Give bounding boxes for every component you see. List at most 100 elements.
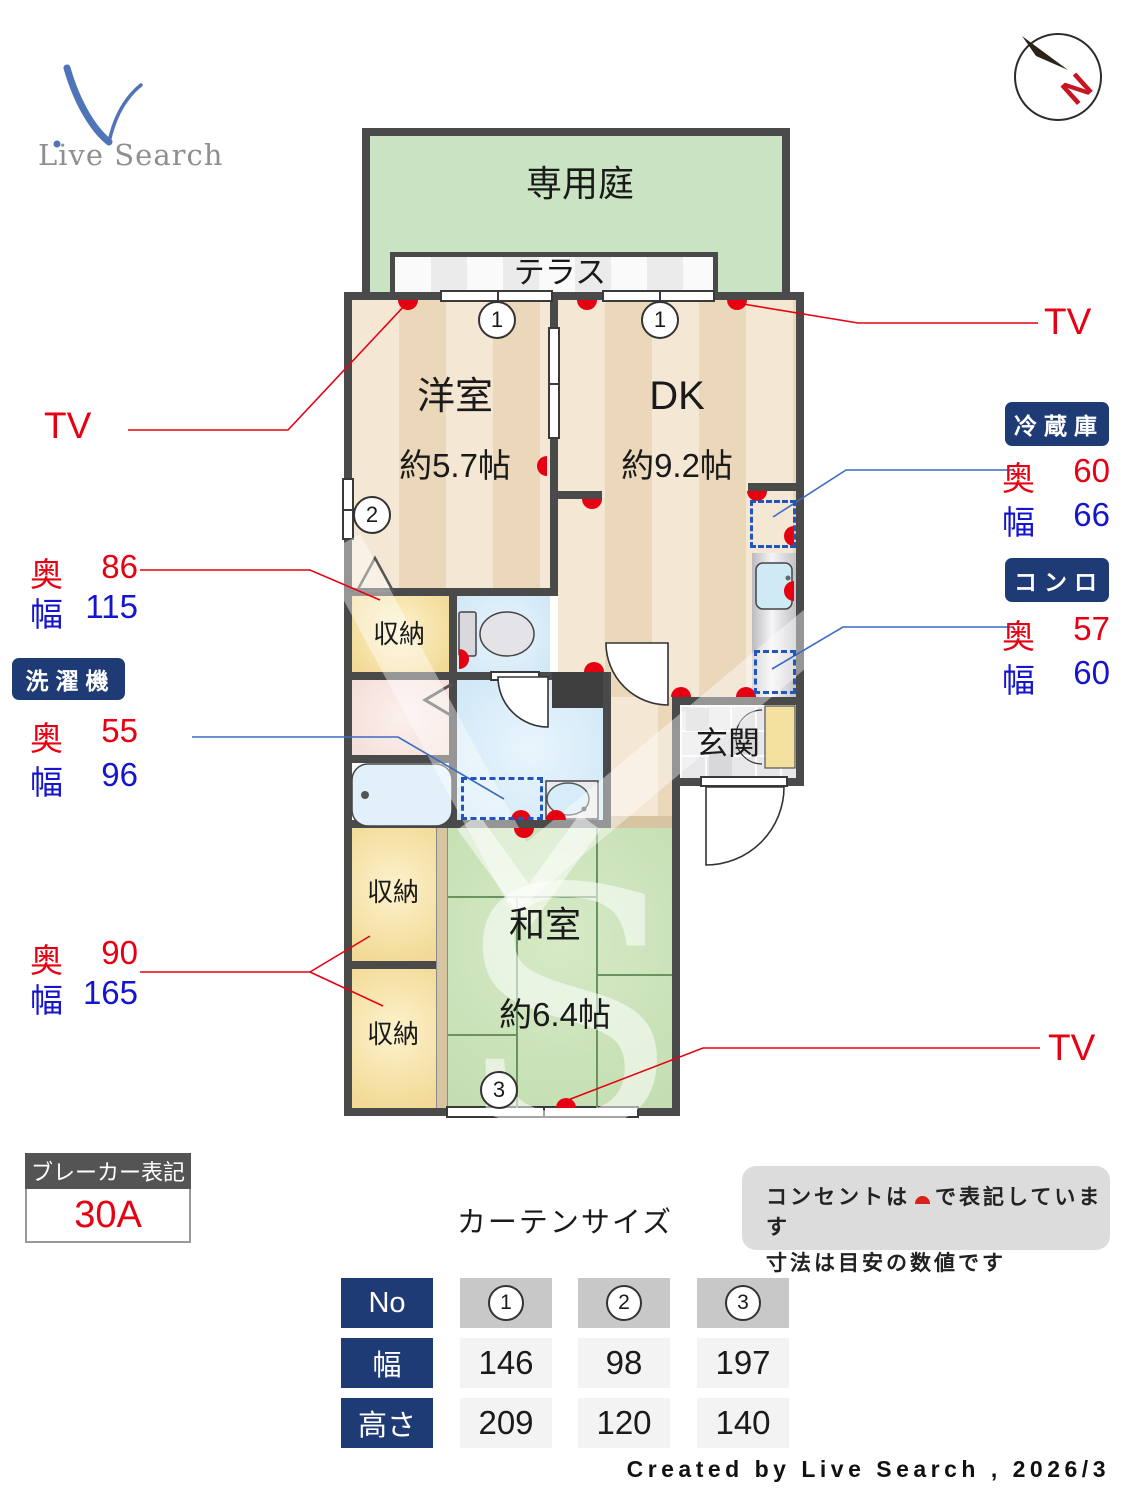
curtain-mark-1b: 1 xyxy=(641,301,679,339)
wall xyxy=(603,672,611,828)
note-line2: 寸法は目安の数値です xyxy=(766,1252,1006,1275)
curtain-mark-1a: 1 xyxy=(478,301,516,339)
washitsu-floor xyxy=(448,828,672,1108)
western-room-label: 洋室 xyxy=(416,376,493,418)
wall xyxy=(344,820,608,828)
tv-left-label: TV xyxy=(44,405,92,446)
closet-upper-label: 収納 xyxy=(372,619,425,649)
curtain-mark-2: 2 xyxy=(353,496,391,534)
closet-width-row: 幅 115 xyxy=(30,588,138,636)
curtain-table-title: カーテンサイズ xyxy=(456,1207,674,1239)
washitsu-label: 和室 xyxy=(508,904,581,945)
note-line1: コンセントはで表記しています xyxy=(766,1186,1103,1239)
wall xyxy=(346,292,804,300)
washer-depth-row: 奥 55 xyxy=(30,712,138,760)
bathroom-floor xyxy=(352,763,452,820)
height-value-3: 140 xyxy=(697,1398,789,1448)
tatami-edge-strip xyxy=(436,828,448,1108)
dk-label: DK xyxy=(649,374,705,418)
compass-icon: N xyxy=(1014,33,1102,121)
oshiire-width-value: 165 xyxy=(82,974,138,1011)
closet-depth-value: 86 xyxy=(101,548,138,585)
western-room-floor xyxy=(352,300,558,592)
logo-checkmark-icon xyxy=(53,64,143,148)
stove-width-value: 60 xyxy=(1073,654,1110,691)
closet-lower2-label: 収納 xyxy=(366,1019,419,1049)
genkan-tile xyxy=(686,708,709,731)
wall xyxy=(449,588,457,680)
wall xyxy=(344,755,457,763)
height-value-2: 120 xyxy=(578,1398,670,1448)
closet-upper-floor xyxy=(352,596,449,672)
threshold-strip xyxy=(611,816,672,828)
footer-credit: Created by Live Search , 2026/3 xyxy=(626,1456,1110,1482)
logo-text: Live Search xyxy=(38,138,224,172)
table-col-2: 2 xyxy=(578,1278,670,1328)
wall xyxy=(344,961,440,969)
oshiire-depth-row: 奥 90 xyxy=(30,934,138,982)
closet-width-value: 115 xyxy=(85,588,138,625)
stove-depth-row: 奥 57 xyxy=(1002,610,1110,658)
curtain-mark-3: 3 xyxy=(480,1071,518,1109)
table-col-1: 1 xyxy=(460,1278,552,1328)
washer-width-value: 96 xyxy=(101,756,138,793)
pillar xyxy=(552,672,603,708)
fridge-width-value: 66 xyxy=(1073,496,1110,533)
fridge-depth-value: 60 xyxy=(1073,452,1110,489)
height-value-1: 209 xyxy=(460,1398,552,1448)
width-value-2: 98 xyxy=(578,1338,670,1388)
tv-bottom-label: TV xyxy=(1048,1027,1096,1068)
washer-depth-value: 55 xyxy=(101,712,138,749)
wall xyxy=(550,292,558,596)
washitsu-size: 約6.4帖 xyxy=(499,996,611,1033)
depth-label: 奥 xyxy=(30,556,63,593)
window-2 xyxy=(342,478,354,540)
wall xyxy=(344,672,611,680)
width-label: 幅 xyxy=(30,596,63,633)
washer-badge: 洗濯機 xyxy=(12,658,125,700)
entrance-door xyxy=(705,786,785,866)
wall-stub xyxy=(748,483,796,491)
washer-width-row: 幅 96 xyxy=(30,756,138,804)
closet-lower1-label: 収納 xyxy=(366,877,419,907)
outlet-dome-icon xyxy=(915,1196,930,1204)
fridge-dashed-box xyxy=(750,500,796,548)
oshiire-width-row: 幅 165 xyxy=(30,974,138,1022)
terrace-label: テラス xyxy=(513,255,607,290)
stove-width-row: 幅 60 xyxy=(1002,654,1110,702)
genkan-tile xyxy=(709,754,732,777)
storage-pink-floor xyxy=(352,680,449,755)
wall-stub xyxy=(556,491,602,499)
stove-dashed-box xyxy=(754,650,796,694)
wall xyxy=(344,292,352,1116)
washer-dashed-box xyxy=(461,777,543,820)
closet-depth-row: 奥 86 xyxy=(30,548,138,596)
dk-size: 約9.2帖 xyxy=(621,447,733,484)
fridge-depth-row: 奥 60 xyxy=(1002,452,1110,500)
wall xyxy=(449,680,457,828)
wall xyxy=(672,697,804,705)
wall xyxy=(796,292,804,786)
tv-right-label: TV xyxy=(1044,301,1092,342)
breaker-box: ブレーカー表記 30A xyxy=(25,1153,191,1243)
hall-floor xyxy=(611,697,672,820)
width-value-3: 197 xyxy=(697,1338,789,1388)
width-value-1: 146 xyxy=(460,1338,552,1388)
garden-label: 専用庭 xyxy=(525,163,634,204)
breaker-title: ブレーカー表記 xyxy=(25,1153,191,1189)
table-row-header-width: 幅 xyxy=(341,1338,433,1388)
western-room-size: 約5.7帖 xyxy=(399,447,511,484)
fridge-badge: 冷蔵庫 xyxy=(1005,402,1109,446)
notes-box: コンセントはで表記しています 寸法は目安の数値です xyxy=(742,1166,1110,1275)
toilet-floor xyxy=(457,596,550,672)
oshiire-depth-value: 90 xyxy=(101,934,138,971)
window-partition xyxy=(548,327,560,439)
stove-badge: コンロ xyxy=(1005,558,1109,602)
window-3 xyxy=(446,1106,639,1118)
fridge-width-row: 幅 66 xyxy=(1002,496,1110,544)
table-col-3: 3 xyxy=(697,1278,789,1328)
genkan-label: 玄関 xyxy=(695,725,760,761)
entrance-door-leaf xyxy=(700,776,788,787)
table-row-header-height: 高さ xyxy=(341,1398,433,1448)
